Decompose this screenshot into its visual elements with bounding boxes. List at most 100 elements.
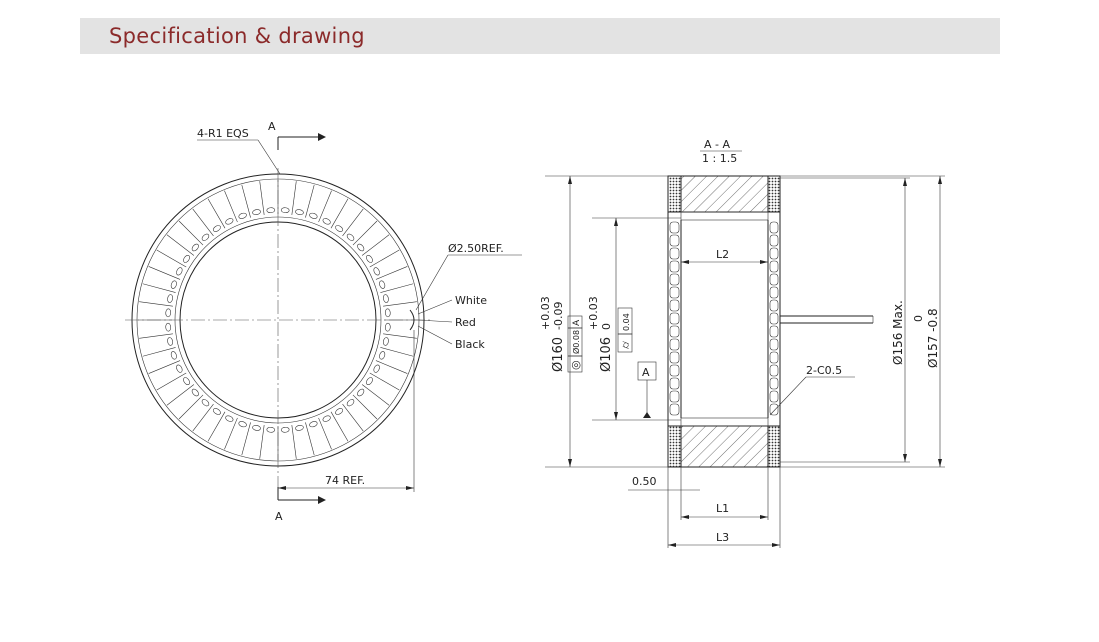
stator-tooth xyxy=(369,249,400,268)
stator-tooth xyxy=(178,220,204,246)
coil-end xyxy=(373,364,380,373)
winding-bumps xyxy=(669,221,779,416)
coil-end xyxy=(225,218,234,225)
coil-end xyxy=(167,337,173,346)
stator-tooth xyxy=(156,372,187,391)
coil-end xyxy=(252,425,261,431)
coil-end xyxy=(346,399,355,407)
winding-bump xyxy=(669,234,680,247)
coil-end xyxy=(176,267,183,276)
section-title: A - A xyxy=(704,138,730,151)
coil-end xyxy=(280,426,290,433)
stator-tooth xyxy=(342,403,364,432)
stator-tooth xyxy=(259,425,265,459)
stator-tooth xyxy=(361,384,390,406)
stator-tooth xyxy=(166,384,195,406)
gap-label: 0.50 xyxy=(632,475,657,488)
coil-end xyxy=(176,364,183,373)
stator-tooth xyxy=(383,301,417,307)
stator-tooth xyxy=(178,394,204,420)
stator-tooth xyxy=(148,266,181,280)
stator-tooth xyxy=(330,198,349,229)
lead-exit xyxy=(409,309,415,331)
coil-end xyxy=(183,254,190,263)
stator-body xyxy=(667,175,781,468)
winding-bump xyxy=(769,351,779,364)
winding-bump xyxy=(669,286,680,299)
coil-end xyxy=(170,351,177,360)
coil-end xyxy=(366,254,373,263)
stator-tooth xyxy=(383,333,417,339)
coil-end xyxy=(252,209,261,215)
coil-end xyxy=(280,207,290,214)
dim157-tol: 0 xyxy=(912,315,925,322)
l1-label: L1 xyxy=(716,502,729,515)
front-view: A A 4-R1 EQS Ø2.50REF. White Red Black 7… xyxy=(125,120,522,523)
stator-tooth xyxy=(318,417,332,450)
stator-tooth xyxy=(380,347,414,357)
stator-tooth xyxy=(139,301,173,307)
concentricity-datum: A xyxy=(572,319,582,326)
winding-bump xyxy=(769,364,779,377)
lead-red-label: Red xyxy=(455,316,476,329)
lead-white-label: White xyxy=(455,294,487,307)
stator-tooth xyxy=(156,249,187,268)
coil-end xyxy=(373,267,380,276)
stator-tooth xyxy=(330,411,349,442)
winding-bump xyxy=(769,338,779,351)
winding-bump xyxy=(769,299,779,312)
winding-bump xyxy=(669,351,680,364)
chamfer-note: 2-C0.5 xyxy=(806,364,842,377)
winding-bump xyxy=(669,403,680,416)
winding-bump xyxy=(669,377,680,390)
coil-end xyxy=(357,243,365,252)
stator-tooth xyxy=(207,198,226,229)
coil-end xyxy=(384,322,391,332)
stator-tooth xyxy=(380,283,414,293)
winding-bump xyxy=(769,312,779,325)
stator-tooth xyxy=(166,234,195,256)
stator-tooth xyxy=(192,208,214,237)
coil-end xyxy=(266,207,276,214)
coil-end xyxy=(383,337,389,346)
winding-bump xyxy=(769,234,779,247)
winding-bump xyxy=(769,260,779,273)
coil-end xyxy=(309,212,318,219)
coil-end xyxy=(212,225,221,232)
coil-end xyxy=(295,425,304,431)
stator-tooth xyxy=(305,422,315,456)
coil-end xyxy=(335,408,344,415)
winding-bump xyxy=(669,273,680,286)
coil-end xyxy=(379,351,386,360)
l3-label: L3 xyxy=(716,531,729,544)
coil-end xyxy=(366,377,373,386)
winding-bump xyxy=(669,260,680,273)
coil-end xyxy=(346,233,355,241)
coil-end xyxy=(238,212,247,219)
coil-end xyxy=(165,322,172,332)
stator-tooth xyxy=(361,234,390,256)
stator-tooth xyxy=(192,403,214,432)
stator-tooth xyxy=(224,417,238,450)
section-scale: 1 : 1.5 xyxy=(702,152,737,165)
stator-slots xyxy=(138,180,418,460)
stator-tooth xyxy=(375,266,408,280)
winding-bump xyxy=(669,364,680,377)
ref-dimension: 74 REF. xyxy=(325,474,365,487)
eqs-note: 4-R1 EQS xyxy=(197,127,249,140)
section-view: A - A 1 : 1.5 L2 Ø160 +0.03 -0.09 xyxy=(539,138,945,548)
coil-end xyxy=(238,421,247,428)
top-core-section xyxy=(680,175,769,213)
stator-tooth xyxy=(352,220,378,246)
winding-bump xyxy=(769,286,779,299)
coil-end xyxy=(201,399,210,407)
cylindricity-symbol: ⌭ xyxy=(619,341,632,349)
winding-bump xyxy=(769,390,779,403)
hole-note: Ø2.50REF. xyxy=(448,242,504,255)
winding-bump xyxy=(769,403,779,416)
coil-end xyxy=(212,408,221,415)
coil-end xyxy=(309,421,318,428)
stator-tooth xyxy=(375,360,408,374)
section-title: Specification & drawing xyxy=(109,24,365,48)
